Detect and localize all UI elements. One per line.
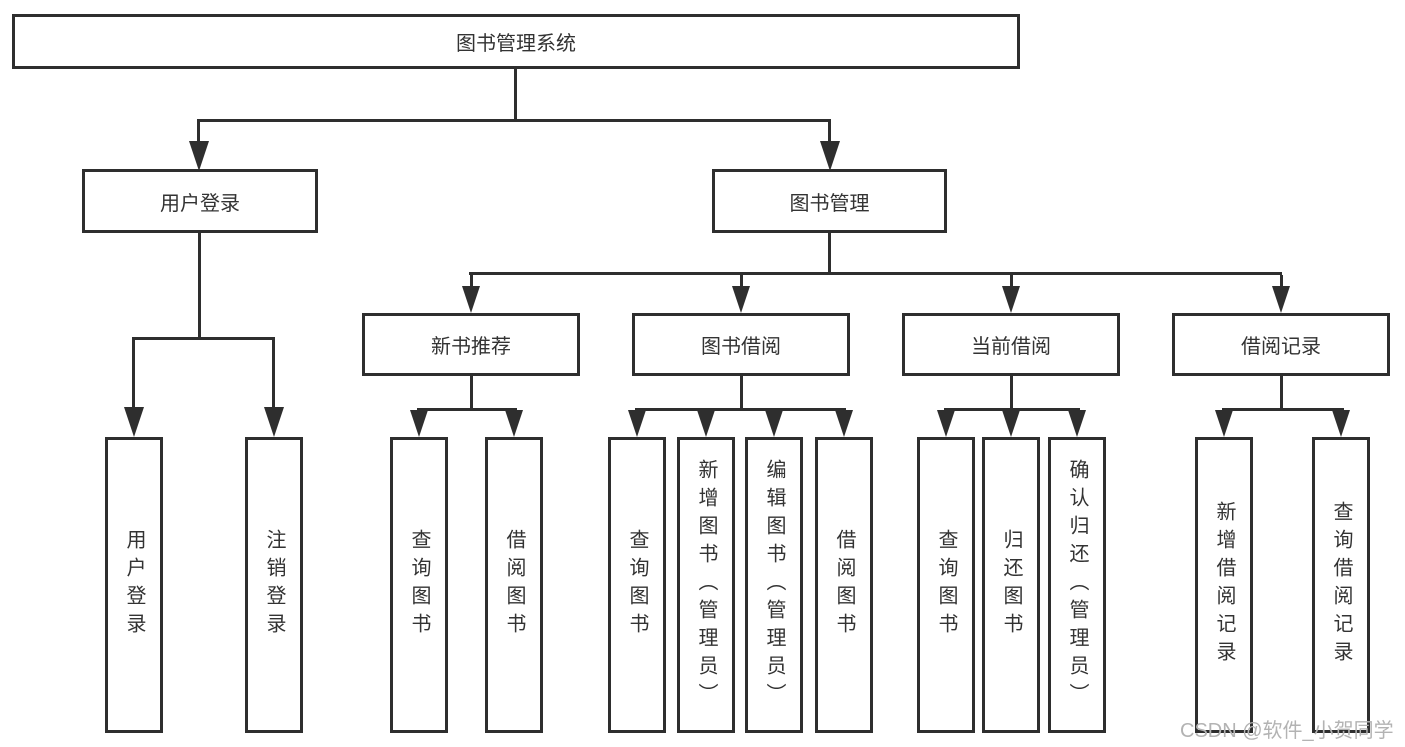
csdn-watermark: CSDN @软件_小贺同学 (1180, 720, 1394, 742)
leaf-cb-return-books: 归还图书 (982, 437, 1040, 733)
arrow-down-icon (820, 141, 840, 171)
leaf-cb-query-books: 查询图书 (917, 437, 975, 733)
connector-bookmgmt-drop-2 (740, 275, 743, 289)
leaf-bb-query-books: 查询图书 (608, 437, 666, 733)
connector-root-drop-right (828, 122, 831, 144)
node-current-borrow-label: 当前借阅 (971, 336, 1051, 358)
arrow-down-icon (697, 410, 715, 437)
arrow-down-icon (1002, 286, 1020, 313)
arrow-down-icon (1215, 410, 1233, 437)
leaf-nb-borrow-books-label: 借阅图书 (503, 529, 525, 641)
connector-bookmgmt-drop-1 (470, 275, 473, 289)
leaf-rec-add-record-label: 新增借阅记录 (1213, 501, 1235, 669)
node-root-label: 图书管理系统 (456, 33, 576, 55)
connector-newbook-horizontal (417, 408, 517, 411)
leaf-bb-edit-books-admin: 编辑图书（管理员） (745, 437, 803, 733)
node-root: 图书管理系统 (12, 14, 1020, 69)
leaf-bb-add-books-admin-label: 新增图书（管理员） (695, 459, 717, 711)
node-borrow-records: 借阅记录 (1172, 313, 1390, 376)
leaf-rec-add-record: 新增借阅记录 (1195, 437, 1253, 733)
connector-current-vertical (1010, 376, 1013, 410)
arrow-down-icon (628, 410, 646, 437)
leaf-user-login-label: 用户登录 (123, 529, 145, 641)
arrow-down-icon (124, 407, 144, 437)
arrow-down-icon (732, 286, 750, 313)
arrow-down-icon (765, 410, 783, 437)
leaf-cb-return-books-label: 归还图书 (1000, 529, 1022, 641)
connector-userlogin-vertical (198, 233, 201, 340)
connector-bookmgmt-horizontal (469, 272, 1282, 275)
connector-root-drop-left (197, 122, 200, 144)
node-new-book-recommend-label: 新书推荐 (431, 336, 511, 358)
leaf-bb-add-books-admin: 新增图书（管理员） (677, 437, 735, 733)
arrow-down-icon (189, 141, 209, 171)
arrow-down-icon (937, 410, 955, 437)
leaf-cb-confirm-return-admin: 确认归还（管理员） (1048, 437, 1106, 733)
arrow-down-icon (1272, 286, 1290, 313)
arrow-down-icon (410, 410, 428, 437)
arrow-down-icon (462, 286, 480, 313)
node-current-borrow: 当前借阅 (902, 313, 1120, 376)
connector-root-horizontal (197, 119, 831, 122)
leaf-cb-confirm-return-admin-label: 确认归还（管理员） (1066, 459, 1088, 711)
arrow-down-icon (835, 410, 853, 437)
connector-borrow-horizontal (635, 408, 846, 411)
connector-bookmgmt-vertical (828, 233, 831, 274)
connector-records-horizontal (1222, 408, 1344, 411)
connector-current-horizontal (944, 408, 1080, 411)
connector-root-vertical (514, 69, 517, 122)
leaf-bb-edit-books-admin-label: 编辑图书（管理员） (763, 459, 785, 711)
node-user-login-label: 用户登录 (160, 192, 240, 215)
leaf-cb-query-books-label: 查询图书 (935, 529, 957, 641)
leaf-nb-borrow-books: 借阅图书 (485, 437, 543, 733)
connector-userlogin-horizontal (132, 337, 275, 340)
node-book-borrow-label: 图书借阅 (701, 336, 781, 358)
leaf-user-login: 用户登录 (105, 437, 163, 733)
node-book-borrow: 图书借阅 (632, 313, 850, 376)
node-user-login: 用户登录 (82, 169, 318, 233)
node-book-management-label: 图书管理 (789, 192, 870, 215)
node-new-book-recommend: 新书推荐 (362, 313, 580, 376)
node-book-management: 图书管理 (712, 169, 947, 233)
leaf-bb-borrow-books-label: 借阅图书 (833, 529, 855, 641)
connector-bookmgmt-drop-3 (1010, 275, 1013, 289)
leaf-nb-query-books-label: 查询图书 (408, 529, 430, 641)
connector-newbook-vertical (470, 376, 473, 410)
arrow-down-icon (1332, 410, 1350, 437)
connector-userlogin-drop-right (272, 340, 275, 410)
leaf-logout-label: 注销登录 (263, 529, 285, 641)
arrow-down-icon (1068, 410, 1086, 437)
connector-userlogin-drop-left (132, 340, 135, 410)
leaf-nb-query-books: 查询图书 (390, 437, 448, 733)
arrow-down-icon (1002, 410, 1020, 437)
leaf-logout: 注销登录 (245, 437, 303, 733)
connector-bookmgmt-drop-4 (1280, 275, 1283, 289)
arrow-down-icon (505, 410, 523, 437)
connector-borrow-vertical (740, 376, 743, 410)
arrow-down-icon (264, 407, 284, 437)
leaf-rec-query-record: 查询借阅记录 (1312, 437, 1370, 733)
connector-records-vertical (1280, 376, 1283, 410)
leaf-bb-borrow-books: 借阅图书 (815, 437, 873, 733)
leaf-rec-query-record-label: 查询借阅记录 (1330, 501, 1352, 669)
node-borrow-records-label: 借阅记录 (1241, 336, 1321, 358)
leaf-bb-query-books-label: 查询图书 (626, 529, 648, 641)
